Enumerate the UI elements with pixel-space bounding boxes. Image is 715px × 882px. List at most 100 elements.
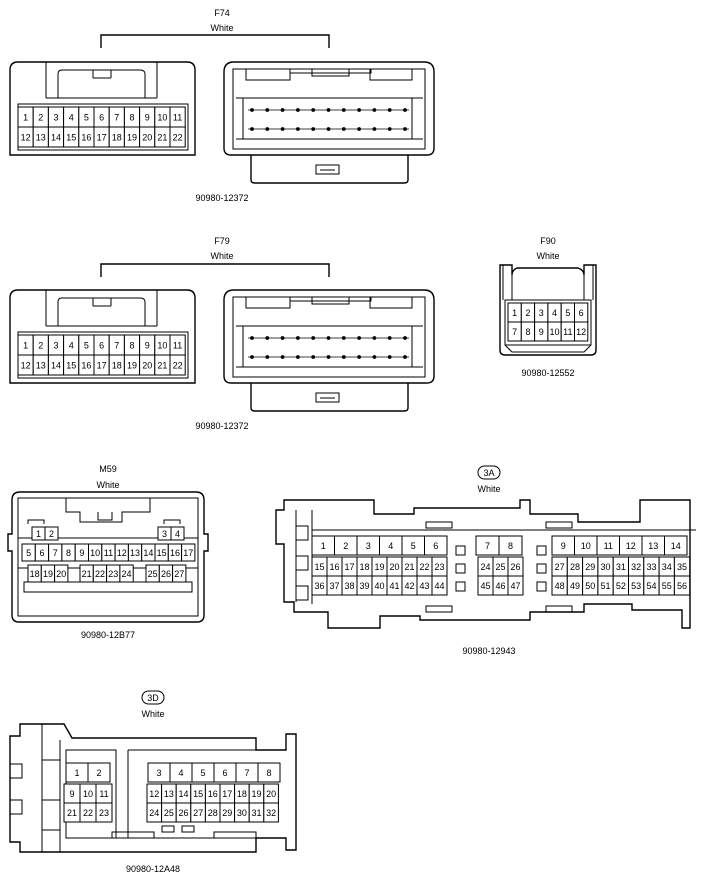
- c3d-pin-label: 15: [193, 789, 203, 799]
- c3a-pin-label: 15: [314, 562, 324, 572]
- f90-pin-7: 7: [507, 321, 522, 342]
- c3d-pin-9: 9: [63, 783, 81, 804]
- c3a-pin-40: 40: [371, 575, 388, 596]
- c3d-pin-label: 1: [74, 768, 79, 778]
- f74-pin-label: 3: [53, 112, 58, 122]
- m59-pin-label: 23: [108, 569, 118, 579]
- f79-pin-label: 17: [97, 360, 107, 370]
- c3d-pin-13: 13: [161, 783, 177, 804]
- f74-pin-6: 6: [93, 106, 110, 128]
- f74-pin-16: 16: [78, 126, 95, 148]
- m59-code: M59: [99, 464, 117, 474]
- f74-rear-view: [223, 61, 435, 184]
- c3a-pin-label: 3: [366, 541, 371, 551]
- f79-part-number: 90980-12372: [195, 421, 248, 431]
- c3a-pin-label: 38: [344, 581, 354, 591]
- c3a-pin-label: 34: [662, 562, 672, 572]
- c3a-pin-37: 37: [326, 575, 343, 596]
- f74-pin-8: 8: [123, 106, 141, 128]
- m59-pin-24: 24: [119, 564, 134, 583]
- m59-pin-label: 14: [143, 548, 153, 558]
- f74-pin-label: 2: [38, 112, 43, 122]
- c3a-pin-label: 21: [404, 562, 414, 572]
- c3a-pin-52: 52: [612, 575, 630, 596]
- c3d-pin-5: 5: [191, 762, 215, 783]
- f74-pin-19: 19: [123, 126, 141, 148]
- m59-pin-label: 5: [26, 548, 31, 558]
- f74-pin-label: 14: [51, 132, 61, 142]
- f90-pin-4: 4: [547, 302, 562, 323]
- c3a-pin-label: 16: [329, 562, 339, 572]
- f79-pin-label: 10: [157, 340, 167, 350]
- c3a-pin-label: 11: [604, 541, 613, 551]
- f79-pin-13: 13: [32, 354, 49, 376]
- c3d-pin-10: 10: [79, 783, 97, 804]
- c3d-pin-label: 2: [96, 768, 101, 778]
- f79-pin-15: 15: [63, 354, 80, 376]
- c3a-pin-label: 40: [374, 581, 384, 591]
- c3a-pin-label: 30: [601, 562, 611, 572]
- f79-pin-10: 10: [154, 334, 171, 356]
- c3a-pin-label: 48: [555, 581, 565, 591]
- m59-pin-21: 21: [79, 564, 94, 583]
- c3a-pin-label: 41: [389, 581, 399, 591]
- f90-pin-label: 2: [525, 308, 530, 318]
- c3a-pin-label: 56: [677, 581, 687, 591]
- c3a-pin-label: 36: [314, 581, 324, 591]
- m59-pin-label: 27: [174, 569, 184, 579]
- c3a-pin-14: 14: [664, 535, 688, 556]
- c3d-pin-label: 18: [237, 789, 247, 799]
- f90-pin-label: 11: [563, 327, 572, 337]
- f79-pin-4: 4: [63, 334, 80, 356]
- c3a-pin-label: 44: [434, 581, 444, 591]
- c3d-pin-label: 26: [178, 808, 188, 818]
- f90-color: White: [536, 251, 559, 261]
- 3a-part-number: 90980-12943: [462, 646, 515, 656]
- c3d-pin-label: 31: [251, 808, 261, 818]
- c3d-pin-3: 3: [147, 762, 171, 783]
- f74-color: White: [210, 23, 233, 33]
- f90-pin-11: 11: [560, 321, 576, 342]
- c3d-pin-label: 6: [222, 768, 227, 778]
- c3a-pin-36: 36: [311, 575, 328, 596]
- c3a-pin-label: 37: [329, 581, 339, 591]
- f90-pin-1: 1: [507, 302, 522, 323]
- c3a-pin-label: 55: [662, 581, 672, 591]
- f79-pin-16: 16: [78, 354, 95, 376]
- c3d-pin-label: 28: [208, 808, 218, 818]
- c3a-pin-label: 29: [585, 562, 595, 572]
- c3a-pin-26: 26: [507, 556, 524, 577]
- m59-pin-label: 13: [130, 548, 140, 558]
- c3a-pin-48: 48: [551, 575, 568, 596]
- c3d-pin-1: 1: [65, 762, 89, 783]
- f79-pin-6: 6: [93, 334, 110, 356]
- m59-pin-label: 8: [66, 548, 71, 558]
- c3d-pin-16: 16: [204, 783, 221, 804]
- m59-pin-17: 17: [181, 543, 196, 562]
- c3a-pin-43: 43: [416, 575, 433, 596]
- c3a-pin-label: 9: [561, 541, 566, 551]
- f79-pin-21: 21: [154, 354, 171, 376]
- c3a-pin-3: 3: [356, 535, 380, 556]
- f79-color: White: [210, 251, 233, 261]
- c3a-pin-56: 56: [673, 575, 691, 596]
- c3d-pin-label: 5: [200, 768, 205, 778]
- f79-pin-label: 16: [81, 360, 91, 370]
- m59-pin-label: 21: [82, 569, 92, 579]
- m59-pin-label: 20: [56, 569, 66, 579]
- f90-pin-label: 7: [512, 327, 517, 337]
- f74-pin-20: 20: [139, 126, 156, 148]
- c3a-pin-label: 32: [631, 562, 641, 572]
- c3a-pin-44: 44: [431, 575, 448, 596]
- f79-pin-label: 5: [84, 340, 89, 350]
- m59-pin-label: 19: [43, 569, 53, 579]
- m59-pin-19: 19: [40, 564, 56, 583]
- m59-pin-label: 6: [39, 548, 44, 558]
- f74-pin-label: 11: [173, 112, 182, 122]
- c3a-pin-11: 11: [596, 535, 620, 556]
- f79-rear-view: [223, 289, 435, 412]
- f79-pin-label: 12: [21, 360, 31, 370]
- f74-pin-label: 18: [112, 132, 122, 142]
